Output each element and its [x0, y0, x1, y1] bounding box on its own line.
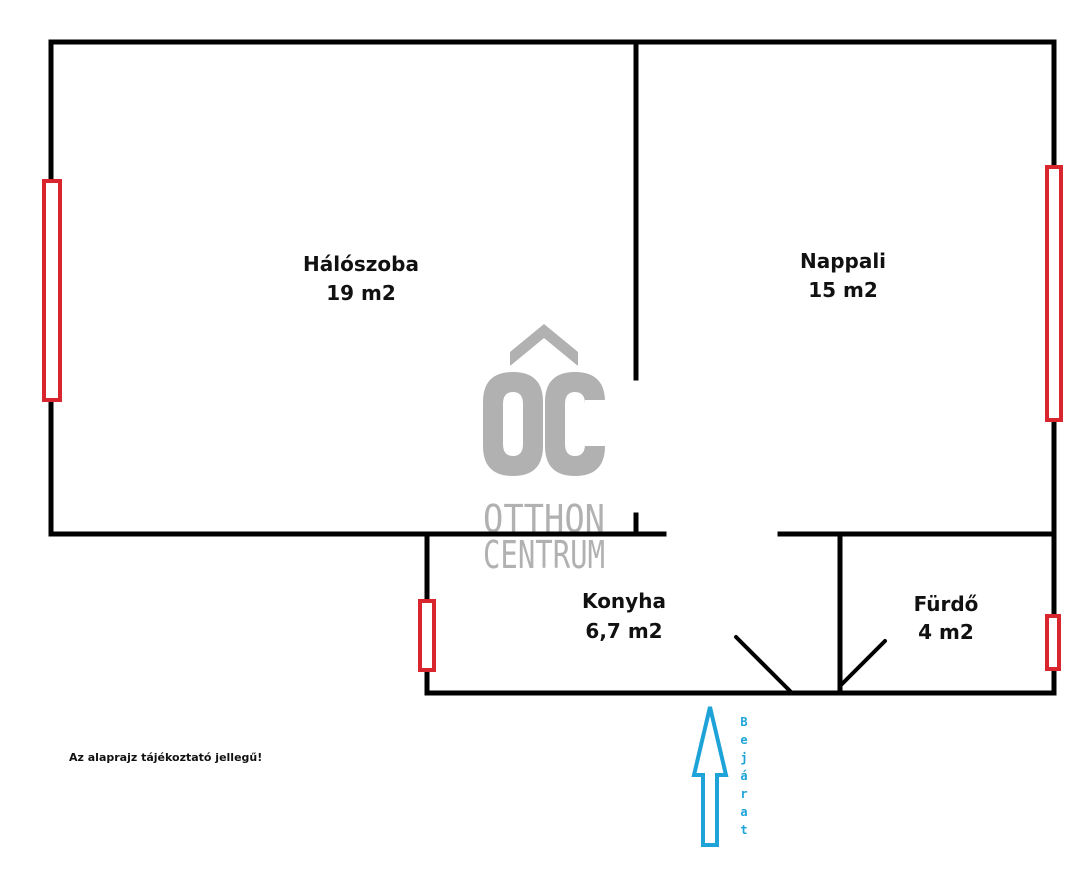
- entrance-letter: r: [740, 787, 747, 801]
- entrance-letter: e: [740, 733, 747, 747]
- window-kitchen: [418, 599, 436, 672]
- room-name-bedroom: Hálószoba: [303, 252, 419, 276]
- room-name-bathroom: Fürdő: [914, 592, 979, 616]
- window-bathroom: [1045, 614, 1061, 671]
- door-kitchen-swing: [734, 635, 794, 695]
- entrance-label: B e j á r a t: [740, 715, 747, 837]
- entrance-letter: j: [740, 751, 747, 765]
- logo-line-centrum: CENTRUM: [483, 533, 605, 577]
- window-living: [1045, 165, 1063, 422]
- logo-letter-o-icon: [483, 372, 543, 476]
- entrance-letter: a: [740, 805, 747, 819]
- disclaimer-note: Az alaprajz tájékoztató jellegű!: [69, 751, 262, 764]
- room-area-living: 15 m2: [808, 278, 878, 302]
- room-area-bathroom: 4 m2: [918, 620, 974, 644]
- walls: [48, 39, 1057, 696]
- room-name-kitchen: Konyha: [582, 589, 666, 613]
- doors: [734, 635, 887, 695]
- room-area-bedroom: 19 m2: [326, 281, 396, 305]
- entrance-letter: t: [740, 823, 747, 837]
- entrance-arrow-icon: [691, 706, 729, 847]
- windows: [42, 165, 1063, 672]
- otthon-centrum-logo: OTTHON CENTRUM: [483, 324, 605, 577]
- entrance-letter: B: [740, 715, 747, 729]
- logo-circumflex-icon: [510, 324, 578, 366]
- logo-letter-c-icon: [545, 372, 605, 476]
- door-bathroom-swing: [838, 639, 887, 688]
- room-name-living: Nappali: [800, 249, 886, 273]
- entrance-letter: á: [740, 769, 747, 783]
- room-area-kitchen: 6,7 m2: [585, 619, 662, 643]
- window-bedroom: [42, 179, 62, 402]
